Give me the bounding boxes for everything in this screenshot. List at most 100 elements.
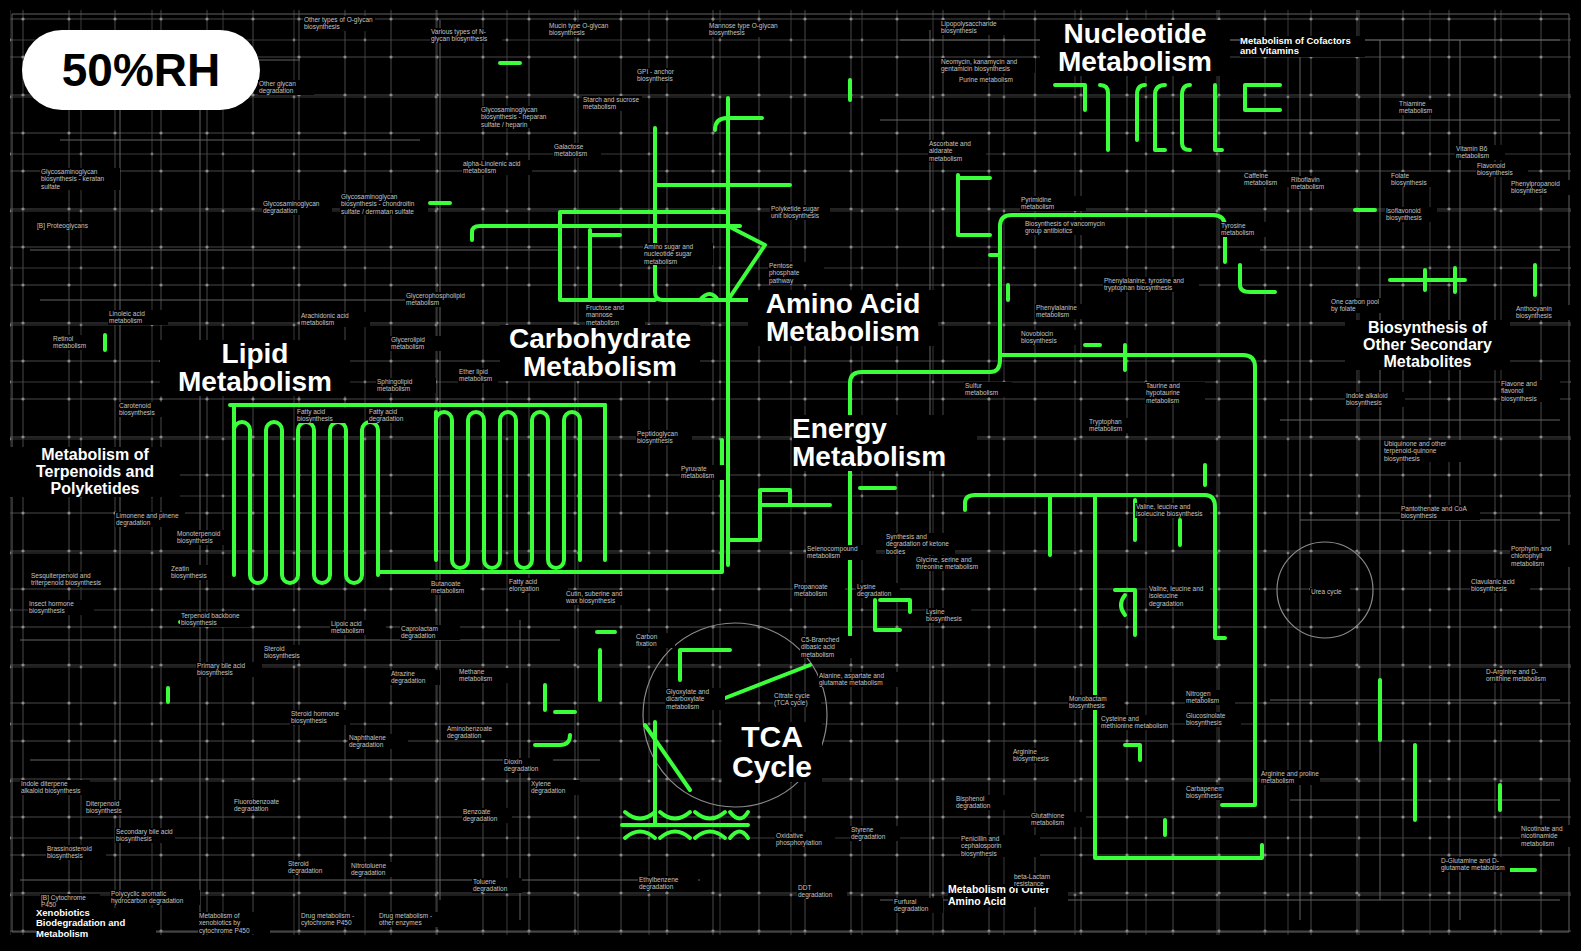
pathway-label: Monobactam biosynthesis [1068, 695, 1124, 710]
pathway-label: Isoflavonoid biosynthesis [1385, 207, 1437, 222]
pathway-label: alpha-Linolenic acid metabolism [462, 160, 532, 175]
pathway-label: Fatty acid degradation [368, 408, 418, 423]
pathway-label: Anthocyanin biosynthesis [1515, 305, 1571, 320]
pathway-label: Tyrosine metabolism [1220, 222, 1280, 237]
pathway-label: Lipopolysaccharide biosynthesis [940, 20, 1012, 35]
pathway-label: Thiamine metabolism [1398, 100, 1448, 115]
pathway-label: Glycosaminoglycan biosynthesis - chondro… [340, 193, 428, 215]
pathway-label: Alanine, aspartate and glutamate metabol… [818, 672, 908, 687]
pathway-label: Polycyclic aromatic hydrocarbon degradat… [110, 890, 200, 905]
pathway-label: Neomycin, kanamycin and gentamicin biosy… [940, 58, 1035, 73]
condition-badge: 50%RH [22, 30, 260, 110]
pathway-label: Cutin, suberine and wax biosynthesis [565, 590, 635, 605]
pathway-label: Other types of O-glycan biosynthesis [303, 16, 375, 31]
section-title: Carbohydrate Metabolism [500, 325, 700, 381]
pathway-label: Nitrogen metabolism [1185, 690, 1235, 705]
pathway-label: Glycine, serine and threonine metabolism [915, 556, 985, 571]
pathway-label: Drug metabolism - other enzymes [378, 912, 438, 927]
pathway-label: Caffeine metabolism [1243, 172, 1293, 187]
pathway-label: Folate biosynthesis [1390, 172, 1438, 187]
pathway-label: Riboflavin metabolism [1290, 176, 1340, 191]
pathway-label: Tryptophan metabolism [1088, 418, 1144, 433]
pathway-label: C5-Branched dibasic acid metabolism [800, 636, 860, 658]
grey-network [10, 10, 1571, 935]
pathway-label: Indole alkaloid biosynthesis [1345, 392, 1405, 407]
pathway-label: Metabolism of xenobiotics by cytochrome … [198, 912, 270, 934]
pathway-label: D-Glutamine and D-glutamate metabolism [1440, 857, 1510, 872]
pathway-label: Fructose and mannose metabolism [585, 304, 645, 326]
pathway-label: Selenocompound metabolism [806, 545, 876, 560]
pathway-label: Arginine and proline metabolism [1260, 770, 1320, 785]
pathway-label: Various types of N-glycan biosynthesis [430, 28, 502, 43]
pathway-label: Pyruvate metabolism [680, 465, 726, 480]
pathway-label: Furfural degradation [893, 898, 943, 913]
pathway-label: Novobiocin biosynthesis [1020, 330, 1076, 345]
pathway-label: Pantothenate and CoA biosynthesis [1400, 505, 1480, 520]
pathway-label: Lipoic acid metabolism [330, 620, 386, 635]
section-title: Nucleotide Metabolism [1040, 20, 1230, 76]
pathway-label: Valine, leucine and isoleucine degradati… [1148, 585, 1210, 607]
pathway-label: Flavonoid biosynthesis [1476, 162, 1528, 177]
pathway-label: Caprolactam degradation [400, 625, 460, 640]
pathway-label: Xylene degradation [530, 780, 580, 795]
grey-pathways [12, 14, 1569, 932]
section-title: Lipid Metabolism [160, 340, 350, 396]
pathway-label: Butanoate metabolism [430, 580, 480, 595]
pathway-label: Glycosaminoglycan biosynthesis - keratan… [40, 168, 120, 190]
pathway-label: Diterpenoid biosynthesis [85, 800, 141, 815]
pathway-label: Arginine biosynthesis [1012, 748, 1062, 763]
pathway-label: Zeatin biosynthesis [170, 565, 216, 580]
pathway-label: [B] Cytochrome P450 [40, 894, 100, 909]
pathway-label: Secondary bile acid biosynthesis [115, 828, 175, 843]
pathway-label: Indole diterpene alkaloid biosynthesis [20, 780, 90, 795]
pathway-label: Phenylalanine, tyrosine and tryptophan b… [1103, 277, 1199, 292]
pathway-label: Citrate cycle (TCA cycle) [773, 692, 821, 707]
pathway-label: Lysine degradation [856, 583, 900, 598]
pathway-label: Urea cycle [1310, 588, 1350, 595]
pathway-label: DDT degradation [797, 884, 847, 899]
pathway-label: Valine, leucine and isoleucine biosynthe… [1135, 503, 1210, 518]
pathway-label: Carbapenem biosynthesis [1185, 785, 1235, 800]
pathway-label: Cysteine and methionine metabolism [1100, 715, 1170, 730]
pathway-label: Nicotinate and nicotinamide metabolism [1520, 825, 1572, 847]
pathway-label: Glycosaminoglycan biosynthesis - heparan… [480, 106, 558, 128]
section-title: Metabolism of Terpenoids and Polyketides [10, 447, 180, 497]
pathway-label: Mannose type O-glycan biosynthesis [708, 22, 780, 37]
pathway-label: Glycerolipid metabolism [390, 336, 446, 351]
pathway-label: Fatty acid biosynthesis [296, 408, 346, 423]
pathway-label: Ether lipid metabolism [458, 368, 498, 383]
pathway-label: Carbon fixation [635, 633, 675, 648]
pathway-label: Atrazine degradation [390, 670, 440, 685]
section-title: Amino Acid Metabolism [748, 290, 938, 346]
pathway-label: Toluene degradation [472, 878, 522, 893]
pathway-label: Penicillin and cephalosporin biosynthesi… [960, 835, 1040, 857]
pathway-label: One carbon pool by folate [1330, 298, 1386, 313]
pathway-label: [B] Proteoglycans [36, 222, 96, 229]
pathway-label: Nitrotoluene degradation [350, 862, 410, 877]
pathway-label: Phenylalanine metabolism [1035, 304, 1091, 319]
pathway-label: Brassinosteroid biosynthesis [46, 845, 106, 860]
section-title: Energy Metabolism [792, 415, 977, 471]
pathway-label: Synthesis and degradation of ketone bodi… [885, 533, 955, 555]
pathway-label: Drug metabolism - cytochrome P450 [300, 912, 360, 927]
grey-network [10, 10, 1571, 935]
pathway-label: Taurine and hypotaurine metabolism [1145, 382, 1205, 404]
pathway-label: Steroid biosynthesis [263, 645, 319, 660]
pathway-label: Oxidative phosphorylation [775, 832, 835, 847]
pathway-label: Benzoate degradation [462, 808, 512, 823]
pathway-label: Mucin type O-glycan biosynthesis [548, 22, 620, 37]
pathway-label: Fluorobenzoate degradation [233, 798, 293, 813]
pathway-label: Sphingolipid metabolism [376, 378, 436, 393]
pathway-label: Polyketide sugar unit biosynthesis [770, 205, 830, 220]
highlighted-pathways [105, 63, 1535, 870]
pathway-label: Lysine biosynthesis [925, 608, 971, 623]
pathway-label: Pentose phosphate pathway [768, 262, 824, 284]
pathway-label: Primary bile acid biosynthesis [196, 662, 262, 677]
badge-text: 50%RH [62, 43, 221, 97]
pathway-label: Glutathione metabolism [1030, 812, 1086, 827]
pathway-label: Retinol metabolism [52, 335, 102, 350]
pathway-label: Galactose metabolism [553, 143, 601, 158]
pathway-label: Sulfur metabolism [964, 382, 1012, 397]
pathway-label: Purine metabolism [958, 76, 1018, 83]
pathway-label: Dioxin degradation [503, 758, 553, 773]
